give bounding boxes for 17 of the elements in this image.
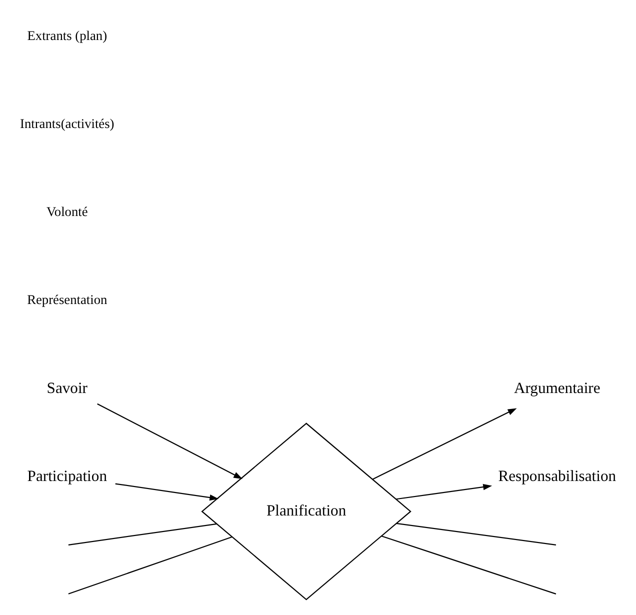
node-text: Responsabilisation [498, 468, 616, 485]
arrow [97, 402, 243, 479]
arrow [396, 483, 492, 500]
connector [382, 535, 556, 594]
node-text: Argumentaire [514, 379, 600, 396]
arrow [372, 408, 517, 480]
label: Extrants (plan) [27, 27, 108, 42]
arrow [115, 482, 219, 500]
label: Volonté [46, 204, 88, 219]
node-text: Savoir [46, 379, 88, 396]
connector [396, 522, 556, 545]
label: Représentation [27, 292, 108, 307]
node-text: Participation [27, 468, 107, 485]
node-diamond: Planification [201, 422, 412, 600]
connector [68, 522, 217, 545]
label: Intrants(activités) [20, 116, 114, 131]
connector [68, 536, 232, 594]
